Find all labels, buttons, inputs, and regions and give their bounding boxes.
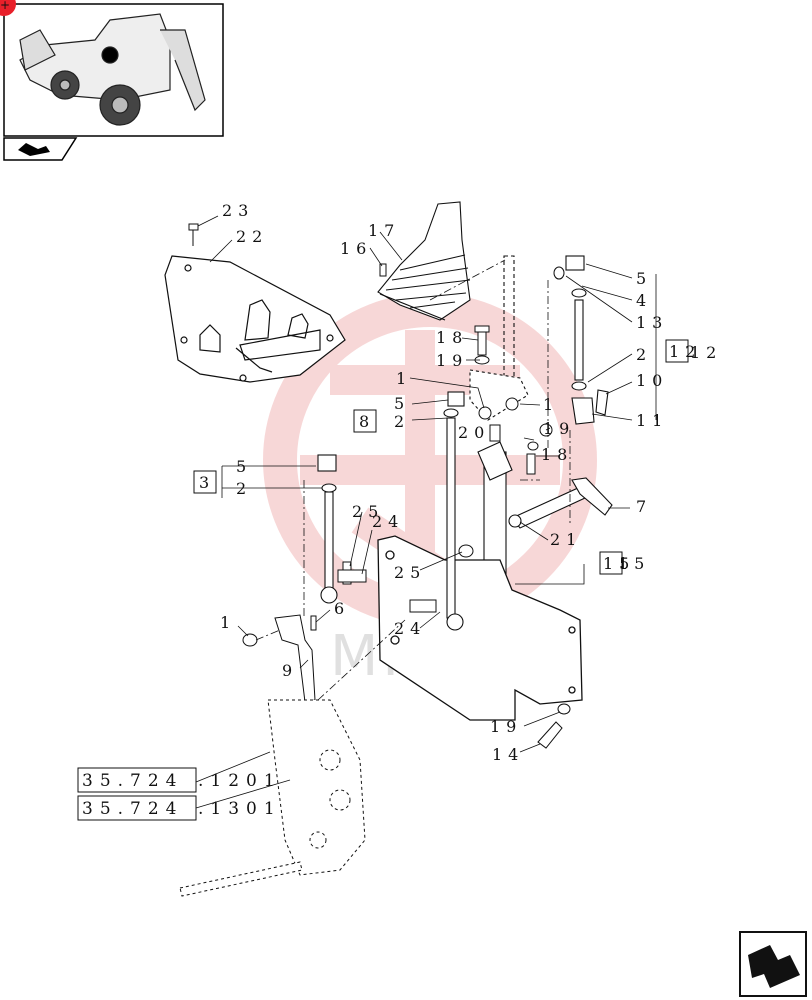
callout: 5 <box>636 269 652 288</box>
control-rod-left <box>317 454 338 604</box>
svg-text:3: 3 <box>199 473 215 492</box>
callout: 7 <box>636 497 652 516</box>
boxed-callout-8[interactable]: 8 <box>353 409 377 433</box>
thumbnail-panel[interactable] <box>3 3 224 137</box>
control-rod-center <box>443 391 465 631</box>
mounting-plate <box>164 255 346 383</box>
callout: 2 <box>236 479 252 498</box>
callout: 10 <box>636 371 668 390</box>
svg-text:8: 8 <box>359 412 375 431</box>
callout: 20 <box>458 423 490 442</box>
callout: 21 <box>550 530 582 549</box>
reference-link-1[interactable]: 35.724 .1201 <box>77 767 282 793</box>
boxed-callout-3[interactable]: 3 <box>193 470 217 494</box>
backhoe-loader-thumbnail <box>19 13 206 126</box>
small-fasteners <box>242 263 571 749</box>
boxed-callout-15[interactable]: 15 <box>599 551 635 575</box>
svg-text:12: 12 <box>669 342 701 361</box>
callout: 19 <box>490 717 522 736</box>
callout: 5 <box>394 394 410 413</box>
control-rod-right <box>565 255 609 425</box>
page-turn-tab[interactable] <box>3 137 78 161</box>
callout: 14 <box>492 745 524 764</box>
callout: 11 <box>636 411 668 430</box>
callout: 4 <box>636 291 652 310</box>
plus-badge-icon: + <box>0 0 10 12</box>
construction-lines <box>255 259 571 701</box>
callout: 18 <box>541 445 573 464</box>
next-page-button[interactable] <box>739 931 807 997</box>
callout: 22 <box>236 227 268 246</box>
callout: 16 <box>340 239 372 258</box>
callout: 12 <box>690 343 722 362</box>
callout: 6 <box>334 599 350 618</box>
callout: 9 <box>282 661 298 680</box>
callout: 2 <box>394 412 410 431</box>
boxed-callout-12[interactable]: 12 <box>665 339 701 363</box>
control-lever <box>469 255 529 613</box>
callout: 25 <box>394 563 426 582</box>
reference-suffix: .1301 <box>198 799 282 819</box>
screw <box>188 223 199 246</box>
svg-text:15: 15 <box>603 554 635 573</box>
callout: 15 <box>618 554 650 573</box>
callout: 1 <box>543 395 559 414</box>
leader-lines <box>195 215 657 809</box>
page-turn-icon <box>18 143 50 156</box>
pivot-shaft <box>508 477 613 529</box>
callout: 17 <box>368 221 400 240</box>
plus-badge[interactable]: + <box>0 0 16 16</box>
callout: 19 <box>436 351 468 370</box>
callout: 24 <box>394 619 426 638</box>
callout: 13 <box>636 313 668 332</box>
callout: 5 <box>236 457 252 476</box>
callout: 1 <box>396 369 412 388</box>
callout: 18 <box>436 328 468 347</box>
callout: 2 <box>636 345 652 364</box>
callout: 24 <box>372 512 404 531</box>
reference-boxed-number: 35.724 <box>82 771 183 791</box>
reference-suffix: .1201 <box>198 771 282 791</box>
reference-link-2[interactable]: 35.724 .1301 <box>77 795 282 821</box>
callout-labels: 23 22 17 16 18 19 1 5 2 20 1 5 4 13 2 12… <box>220 201 722 764</box>
reference-boxed-number: 35.724 <box>82 799 183 819</box>
callout: 1 <box>220 613 236 632</box>
callout: 23 <box>222 201 254 220</box>
callout: 25 <box>352 502 384 521</box>
control-valve <box>179 699 366 897</box>
callout: 19 <box>543 419 575 438</box>
next-page-arrow-icon <box>748 945 800 988</box>
